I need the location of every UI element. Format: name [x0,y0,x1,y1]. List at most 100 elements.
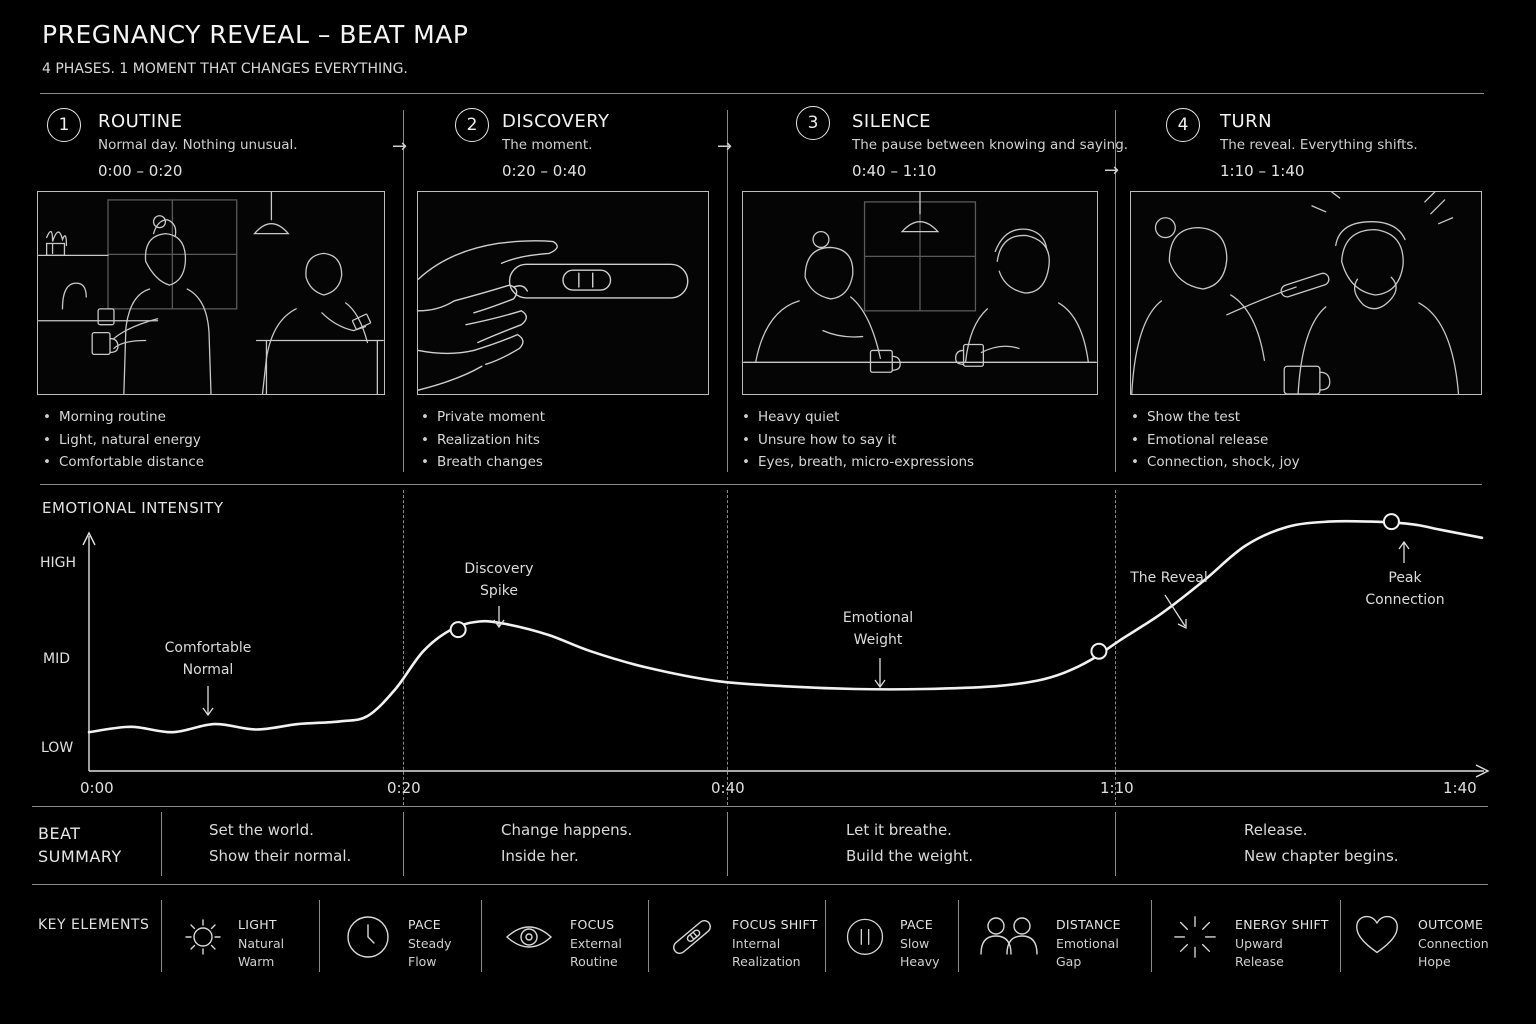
phase-description: The reveal. Everything shifts. [1220,137,1418,153]
phase-divider-2 [727,110,728,472]
arrow-right-icon: → [392,136,408,157]
key-element-title: PACE [408,917,441,932]
beat-summary-routine: Set the world. Show their normal. [209,821,352,865]
y-axis-arrowhead [82,531,96,546]
chart-marker [1090,642,1108,660]
phase-description: Normal day. Nothing unusual. [98,137,298,153]
phase-number: 3 [796,106,830,140]
beat-divider [727,812,728,876]
x-tick-label: 1:40 [1443,779,1477,797]
clock-icon [343,910,393,960]
list-item: Realization hits [421,432,545,455]
chart-marker [1382,513,1400,531]
phase-time: 0:00 – 0:20 [98,162,183,180]
list-item: Light, natural energy [43,432,204,455]
burst-icon [1171,910,1219,960]
key-divider [319,900,320,972]
list-item: Breath changes [421,454,545,477]
section-divider [40,484,1482,485]
arrow-right-icon: → [1104,160,1120,181]
key-divider [825,900,826,972]
key-divider [1151,900,1152,972]
y-level-label: MID [43,651,70,667]
pregnancy-test-icon [667,910,717,960]
x-tick-label: 1:10 [1100,779,1134,797]
key-divider [161,900,162,972]
list-item: Heavy quiet [742,409,974,432]
key-elements-heading: KEY ELEMENTS [38,917,150,933]
key-divider [958,900,959,972]
phase-divider-1 [403,110,404,472]
list-item: Private moment [421,409,545,432]
phase-description: The pause between knowing and saying. [852,137,1129,153]
phase-time: 0:40 – 1:10 [852,162,937,180]
page-title: PREGNANCY REVEAL – BEAT MAP [42,20,469,49]
beat-divider [161,812,162,876]
key-element-title: OUTCOME [1418,917,1484,932]
y-level-label: LOW [41,740,74,756]
storyboard-panel-table-silence [742,191,1098,395]
list-item: Unsure how to say it [742,432,974,455]
phase-boundary-dashed [1115,490,1116,805]
key-divider [1340,900,1341,972]
beat-summary-discovery: Change happens. Inside her. [501,821,633,865]
annotation-comfortable-normal: Comfortable Normal [164,640,252,678]
phase-bullets: Heavy quiet Unsure how to say it Eyes, b… [742,409,974,477]
key-divider [481,900,482,972]
key-element-title: ENERGY SHIFT [1235,917,1329,932]
heart-icon [1354,910,1400,960]
annotation-arrow-icon [1398,540,1410,563]
beat-summary-turn: Release. New chapter begins. [1244,821,1399,865]
key-element-title: FOCUS [570,917,615,932]
list-item: Connection, shock, joy [1131,454,1300,477]
storyboard-panel-test-closeup [417,191,709,395]
phase-number: 2 [455,108,489,142]
phase-name: ROUTINE [98,111,183,132]
phase-time: 0:20 – 0:40 [502,162,587,180]
phase-bullets: Morning routine Light, natural energy Co… [43,409,204,477]
phase-bullets: Private moment Realization hits Breath c… [421,409,545,477]
list-item: Comfortable distance [43,454,204,477]
header-divider [40,93,1484,94]
annotation-emotional-weight: Emotional Weight [842,610,914,648]
key-element-title: DISTANCE [1056,917,1121,932]
key-element-title: FOCUS SHIFT [732,917,818,932]
storyboard-panel-kitchen-routine [37,191,385,395]
list-item: Emotional release [1131,432,1300,455]
beat-summary-heading: BEAT SUMMARY [38,824,122,866]
storyboard-panel-reveal [1130,191,1482,395]
phase-name: TURN [1220,111,1273,132]
phase-number: 1 [47,108,81,142]
key-element-title: PACE [900,917,933,932]
eye-icon [504,910,554,960]
annotation-arrow-icon [202,686,214,717]
x-tick-label: 0:20 [387,779,421,797]
phase-divider-3 [1115,110,1116,472]
key-element-title: LIGHT [238,917,277,932]
chart-marker [449,621,467,639]
x-tick-label: 0:40 [711,779,745,797]
arrow-right-icon: → [717,136,733,157]
beat-divider [403,812,404,876]
y-level-label: HIGH [40,555,77,571]
phase-boundary-dashed [403,490,404,805]
x-tick-label: 0:00 [80,779,114,797]
phase-description: The moment. [502,137,593,153]
section-divider [32,884,1488,885]
section-divider [32,806,1488,807]
list-item: Morning routine [43,409,204,432]
two-people-icon [978,910,1040,960]
key-divider [648,900,649,972]
page-subtitle: 4 PHASES. 1 MOMENT THAT CHANGES EVERYTHI… [42,61,408,77]
phase-boundary-dashed [727,490,728,805]
beat-divider [1115,812,1116,876]
chart-title: EMOTIONAL INTENSITY [42,499,224,517]
phase-name: SILENCE [852,111,932,132]
phase-name: DISCOVERY [502,111,610,132]
phase-time: 1:10 – 1:40 [1220,162,1305,180]
annotation-discovery-spike: Discovery Spike [464,561,534,599]
phase-number: 4 [1166,108,1200,142]
beat-summary-silence: Let it breathe. Build the weight. [846,821,974,865]
annotation-arrow-icon [1164,594,1187,630]
annotation-the-reveal: The Reveal [1130,570,1208,586]
